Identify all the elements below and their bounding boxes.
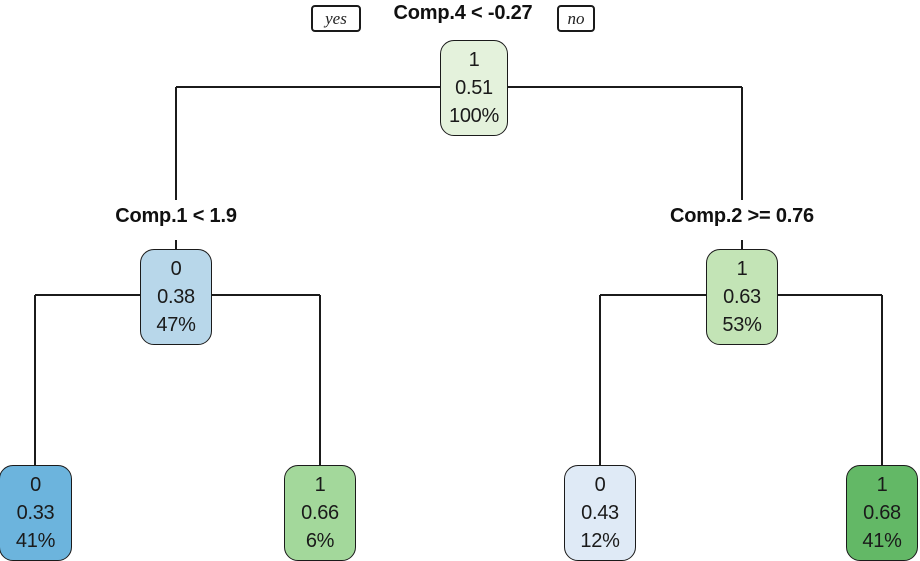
node-percent: 12% (580, 530, 620, 552)
node-class: 1 (736, 258, 748, 280)
node-probability: 0.68 (863, 502, 901, 524)
node-probability: 0.51 (455, 77, 493, 99)
tree-node-root[interactable]: 1 0.51 100% (440, 40, 508, 136)
node-percent: 47% (156, 314, 196, 336)
node-class: 1 (314, 474, 326, 496)
node-probability: 0.66 (301, 502, 339, 524)
node-percent: 100% (449, 105, 499, 127)
tree-leaf-1[interactable]: 0 0.33 41% (0, 465, 72, 561)
node-probability: 0.43 (581, 502, 619, 524)
split-label-right: Comp.2 >= 0.76 (670, 205, 814, 227)
tree-node-left[interactable]: 0 0.38 47% (140, 249, 212, 345)
node-percent: 6% (305, 530, 335, 552)
split-label-root: Comp.4 < -0.27 (393, 2, 533, 24)
node-probability: 0.63 (723, 286, 761, 308)
branch-label-no: no (557, 5, 595, 32)
node-probability: 0.38 (157, 286, 195, 308)
node-percent: 53% (722, 314, 762, 336)
tree-leaf-3[interactable]: 0 0.43 12% (564, 465, 636, 561)
node-class: 1 (468, 49, 480, 71)
node-class: 0 (594, 474, 606, 496)
node-class: 0 (170, 258, 182, 280)
split-label-left: Comp.1 < 1.9 (115, 205, 237, 227)
node-class: 0 (30, 474, 41, 496)
node-percent: 41% (862, 530, 902, 552)
tree-leaf-4[interactable]: 1 0.68 41% (846, 465, 918, 561)
node-percent: 41% (15, 530, 56, 552)
tree-node-right[interactable]: 1 0.63 53% (706, 249, 778, 345)
tree-leaf-2[interactable]: 1 0.66 6% (284, 465, 356, 561)
node-probability: 0.33 (16, 502, 55, 524)
branch-label-yes: yes (311, 5, 361, 32)
node-class: 1 (876, 474, 888, 496)
